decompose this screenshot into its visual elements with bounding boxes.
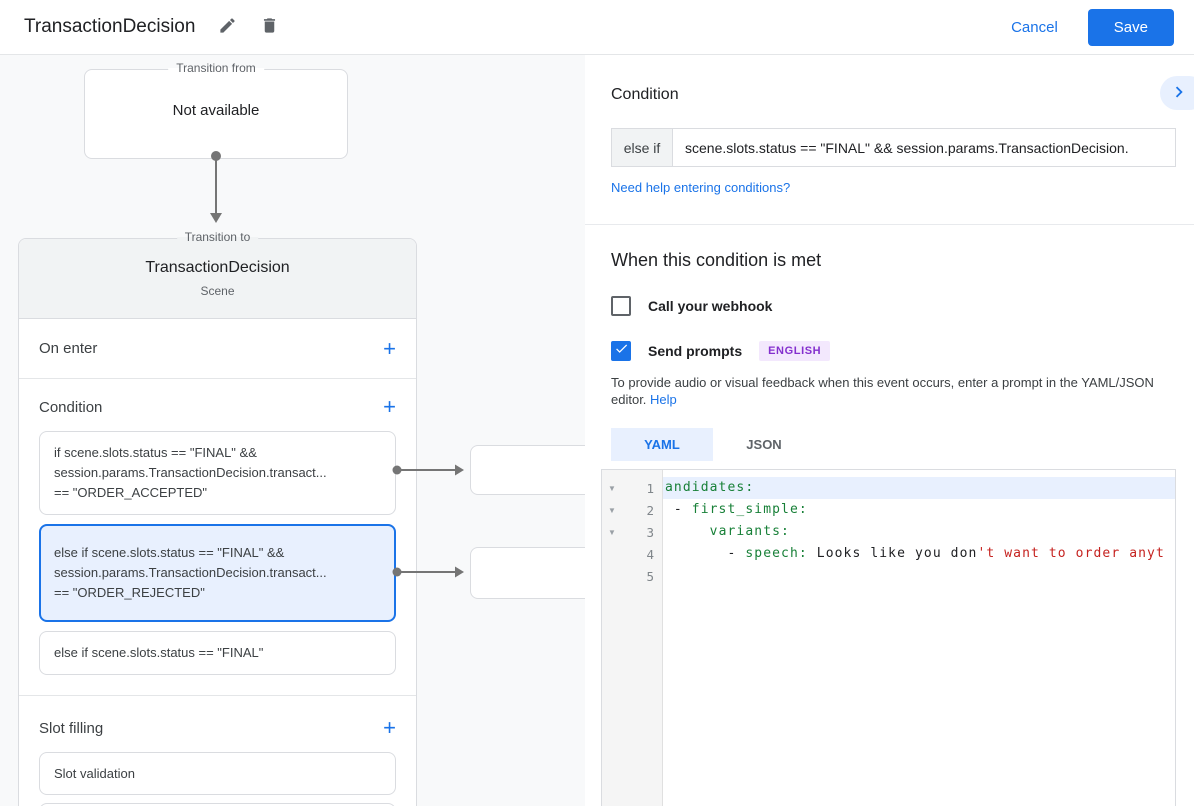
edit-scene-button[interactable] [215,15,239,39]
line-number: 4 [646,546,654,562]
code-segment: Looks like you don [807,546,978,561]
condition-prefix-label: else if [611,128,672,167]
gutter-row: 5 [602,565,662,587]
line-number: 1 [646,480,654,496]
condition-text: == "ORDER_REJECTED" [54,585,205,600]
transition-from-legend: Transition from [168,61,264,75]
gutter-row: ▼1 [602,477,662,499]
send-prompts-label: Send prompts [648,343,743,359]
slot-list: Slot validation [19,752,416,806]
help-link[interactable]: Help [650,392,677,407]
condition-card[interactable]: else if scene.slots.status == "FINAL" [39,631,396,675]
line-number: 5 [646,568,654,584]
panel-divider [585,224,1194,225]
prompt-hint: To provide audio or visual feedback when… [611,374,1179,408]
language-badge: ENGLISH [759,341,831,361]
transition-from-card: Transition from Not available [84,61,348,159]
gutter-row: 4 [602,543,662,565]
condition-text: else if scene.slots.status == "FINAL" [54,645,264,660]
fold-icon[interactable]: ▼ [608,505,616,515]
condition-detail-panel: Condition else if Need help entering con… [585,55,1194,806]
webhook-row: Call your webhook [611,296,1194,316]
add-condition-button[interactable]: + [379,396,400,418]
code-segment: first_simple: [691,502,808,517]
code-segment: speech: [745,546,808,561]
chevron-right-icon [1160,81,1190,106]
cancel-button[interactable]: Cancel [995,11,1074,44]
transition-from-value: Not available [172,102,260,119]
gutter-row: ▼2 [602,499,662,521]
condition-help-link[interactable]: Need help entering conditions? [611,180,791,195]
title-actions [215,15,281,39]
slot-item[interactable]: Slot validation [39,752,396,795]
code-line[interactable] [663,565,1175,587]
line-number: 3 [646,524,654,540]
add-slot-button[interactable]: + [379,717,400,739]
condition-text: if scene.slots.status == "FINAL" && [54,445,257,460]
code-line[interactable]: - first_simple: [663,499,1175,521]
condition-input-row: else if [611,128,1176,167]
code-line[interactable]: variants: [663,521,1175,543]
when-condition-heading: When this condition is met [611,250,822,270]
condition-expression-input[interactable] [672,128,1176,167]
condition-text: session.params.TransactionDecision.trans… [54,565,327,580]
top-bar: TransactionDecision Cancel Save [0,0,1194,55]
pencil-icon [218,16,237,38]
tab-yaml[interactable]: YAML [611,428,713,461]
slot-filling-section: Slot filling + Slot validation [19,696,416,806]
condition-card[interactable]: else if scene.slots.status == "FINAL" &&… [39,524,396,622]
page-title: TransactionDecision [24,16,196,37]
scene-card-header[interactable]: TransactionDecision Scene [19,239,416,319]
editor-code[interactable]: andidates: - first_simple: variants: - s… [663,470,1175,806]
code-segment: variants: [709,524,790,539]
slot-filling-label: Slot filling [39,719,104,737]
scene-card: Transition to TransactionDecision Scene … [18,230,417,806]
transition-target-card[interactable] [470,445,585,495]
send-prompts-checkbox[interactable] [611,341,631,361]
fold-icon[interactable]: ▼ [608,527,616,537]
transition-target-card[interactable] [470,547,585,599]
gutter-row: ▼3 [602,521,662,543]
condition-section-label: Condition [39,398,103,416]
condition-section: Condition + if scene.slots.status == "FI… [19,379,416,696]
code-segment: 't want to order anyt [977,546,1165,561]
condition-text: == "ORDER_ACCEPTED" [54,485,207,500]
webhook-label: Call your webhook [648,298,773,314]
topbar-actions: Cancel Save [995,8,1174,46]
flow-canvas: Transition from Not available Transition… [0,55,585,806]
code-segment: - [665,502,692,517]
condition-list: if scene.slots.status == "FINAL" && sessi… [19,431,416,675]
fold-icon[interactable]: ▼ [608,483,616,493]
condition-card[interactable]: if scene.slots.status == "FINAL" && sessi… [39,431,396,515]
send-prompts-row: Send prompts ENGLISH [611,341,1194,361]
code-line[interactable]: andidates: [663,477,1175,499]
trash-icon [260,16,279,38]
save-button[interactable]: Save [1087,8,1174,46]
code-line[interactable]: - speech: Looks like you don't want to o… [663,543,1175,565]
code-segment: andidates: [665,480,755,495]
panel-condition-heading: Condition [611,86,679,103]
code-segment: - [665,546,746,561]
transition-to-legend: Transition to [176,230,259,244]
add-on-enter-button[interactable]: + [379,337,400,359]
collapse-panel-button[interactable] [1160,76,1194,110]
tab-json[interactable]: JSON [713,428,815,461]
scene-type-label: Scene [200,284,235,298]
connector-down [210,151,222,223]
condition-text: else if scene.slots.status == "FINAL" && [54,545,285,560]
on-enter-label: On enter [39,340,98,357]
delete-scene-button[interactable] [257,15,281,39]
scene-name: TransactionDecision [145,259,290,276]
webhook-checkbox[interactable] [611,296,631,316]
condition-text: session.params.TransactionDecision.trans… [54,465,327,480]
line-number: 2 [646,502,654,518]
on-enter-section: On enter + [19,319,416,379]
code-segment [665,524,710,539]
check-icon [614,341,629,361]
prompt-hint-text: To provide audio or visual feedback when… [611,375,1154,407]
